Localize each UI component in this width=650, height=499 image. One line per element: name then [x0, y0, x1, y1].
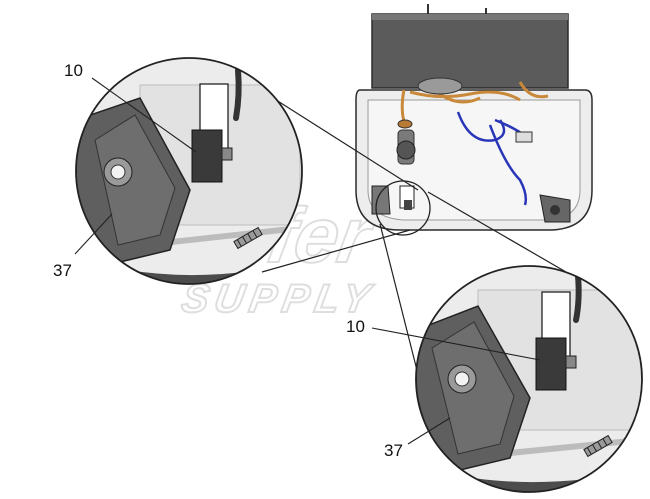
callout-37-bottom: 37	[384, 441, 403, 460]
callout-leaders	[74, 77, 541, 445]
connector-block	[515, 131, 533, 143]
microswitch-part-10-top	[191, 129, 223, 183]
watermark-line2: SUPPLY	[178, 276, 379, 321]
detail-view-bottom	[415, 265, 643, 493]
microswitch-part-10-bottom	[535, 337, 567, 391]
compressor-housing	[371, 13, 569, 89]
main-unit	[355, 4, 593, 236]
detail-view-top	[75, 57, 303, 285]
callout-10-bottom: 10	[346, 317, 365, 336]
callout-10-top: 10	[64, 61, 83, 80]
fan-motor	[417, 77, 463, 95]
callout-37-top: 37	[53, 261, 72, 280]
